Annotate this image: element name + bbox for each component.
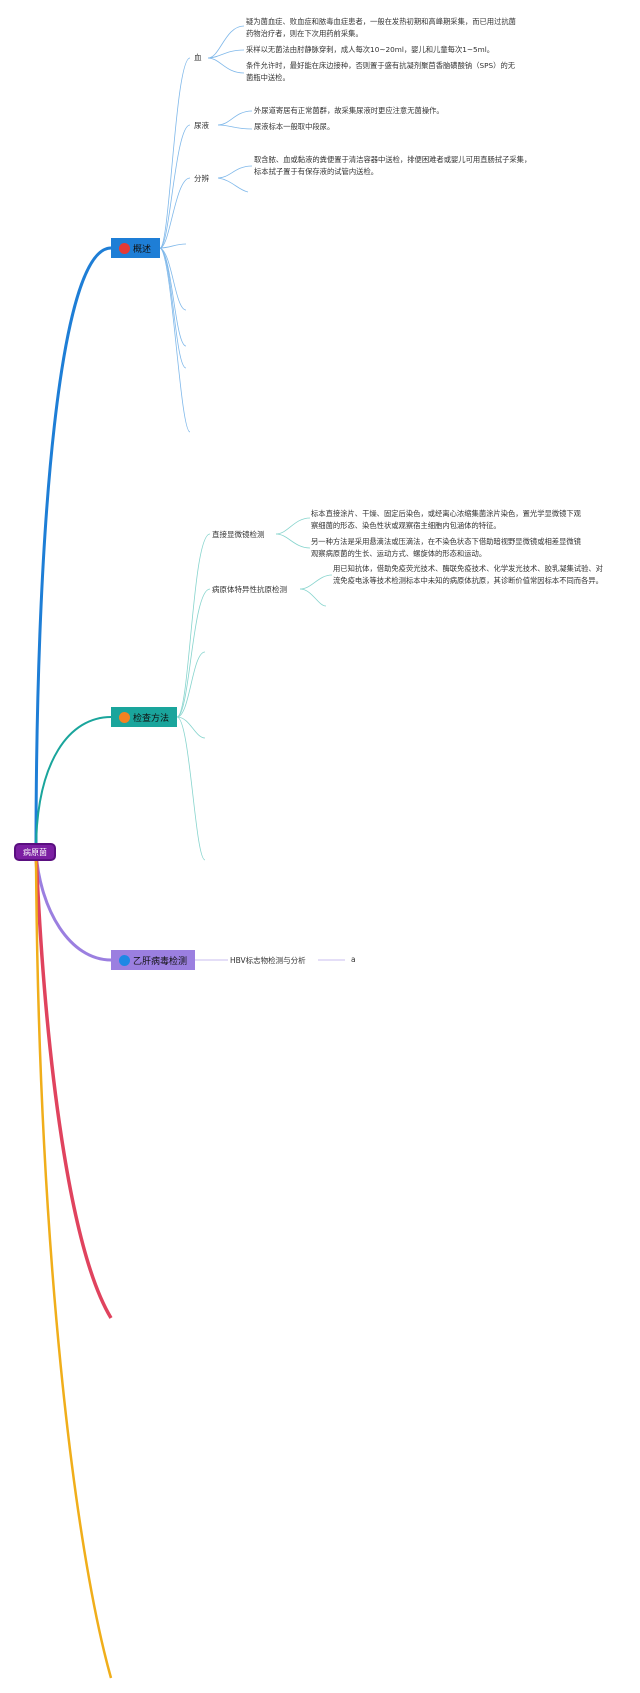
- topic-gaishu-label: 概述: [133, 244, 152, 255]
- topic-yigan-label: 乙肝病毒检测: [133, 956, 188, 967]
- circle-icon: [119, 954, 130, 966]
- leaf-kangyuan-1[interactable]: 用已知抗体，借助免疫荧光技术、酶联免疫技术、化学发光技术、胶乳凝集试验、对流免疫…: [333, 564, 603, 585]
- circle-icon: [119, 242, 130, 254]
- subtopic-kangyuan[interactable]: 病原体特异性抗原检测: [212, 585, 287, 594]
- leaf-hbv-a[interactable]: a: [351, 955, 356, 964]
- branch-line-orange: [34, 851, 113, 1679]
- leaf-zhijie-2[interactable]: 另一种方法是采用悬滴法或压滴法，在不染色状态下借助暗视野显微镜或相差显微镜观察病…: [311, 537, 581, 558]
- leaf-xue-2[interactable]: 采样以无菌法由肘静脉穿刺，成人每次10~20ml，婴儿和儿童每次1~5ml。: [246, 45, 495, 54]
- leaf-niaoye-1[interactable]: 外尿道寄居有正常菌群，故采集尿液时更应注意无菌操作。: [254, 106, 444, 115]
- topic-gaishu[interactable]: 概述: [111, 238, 160, 258]
- gaishu-sub-lines: [159, 25, 253, 433]
- subtopic-hbv[interactable]: HBV标志物检测与分析: [230, 956, 306, 965]
- leaf-xue-1[interactable]: 疑为菌血症、败血症和脓毒血症患者，一般在发热初期和高峰期采集，而已用过抗菌药物治…: [246, 17, 516, 38]
- leaf-fenbian-1[interactable]: 取含脓、血或黏液的粪便置于清洁容器中送检，排便困难者或婴儿可用直肠拭子采集，标本…: [254, 155, 532, 176]
- root-node[interactable]: 病原菌: [14, 843, 56, 861]
- topic-yigan[interactable]: 乙肝病毒检测: [111, 950, 195, 970]
- branch-line-jiancha: [35, 716, 112, 853]
- leaf-niaoye-2[interactable]: 尿液标本一般取中段尿。: [254, 122, 335, 131]
- jiancha-sub-lines: [176, 517, 333, 861]
- branch-line-red: [34, 851, 113, 1319]
- root-label: 病原菌: [23, 847, 47, 857]
- circle-icon: [119, 711, 130, 723]
- topic-jiancha[interactable]: 检查方法: [111, 707, 177, 727]
- subtopic-xue[interactable]: 血: [194, 53, 202, 62]
- leaf-zhijie-1[interactable]: 标本直接涂片、干燥、固定后染色，或经离心浓缩集菌涂片染色，置光学显微镜下观察细菌…: [311, 509, 581, 530]
- topic-jiancha-label: 检查方法: [133, 713, 170, 724]
- leaf-xue-3[interactable]: 条件允许时，最好能在床边接种，否则置于盛有抗凝剂聚茴香脑磺酸钠（SPS）的无菌瓶…: [246, 61, 516, 82]
- subtopic-fenbian[interactable]: 分辨: [194, 174, 209, 183]
- subtopic-niaoye[interactable]: 尿液: [194, 121, 209, 130]
- branch-line-yigan: [34, 851, 112, 962]
- subtopic-zhijie[interactable]: 直接显微镜检测: [212, 530, 265, 539]
- branch-line-gaishu: [34, 246, 112, 853]
